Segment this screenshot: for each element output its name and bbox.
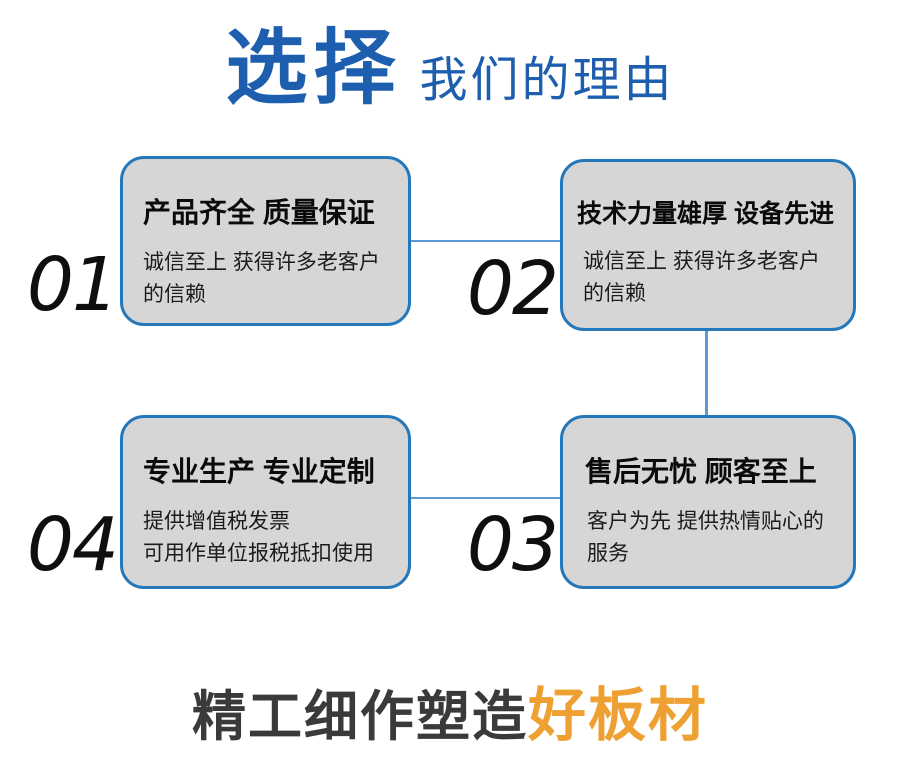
reason-card-3: 售后无忧 顾客至上 客户为先 提供热情贴心的 服务 [560, 415, 856, 589]
connector-line-card1-card2 [411, 240, 560, 242]
footer-tagline: 精工细作塑造 好板材 [0, 668, 900, 752]
page-title-main: 选择 [225, 23, 402, 114]
connector-line-card4-card3 [411, 497, 560, 499]
page-title: 选择 我们的理由 [0, 22, 900, 116]
reason-card-2-body: 诚信至上 获得许多老客户 的信赖 [583, 250, 820, 305]
reason-card-1-heading: 产品齐全 质量保证 [143, 197, 375, 228]
connector-line-card2-card3 [705, 331, 708, 415]
footer-tagline-accent: 好板材 [527, 683, 708, 748]
reason-card-4-heading: 专业生产 专业定制 [143, 456, 375, 487]
reason-card-1-body: 诚信至上 获得许多老客户 的信赖 [143, 251, 380, 306]
reason-card-2-heading: 技术力量雄厚 设备先进 [577, 200, 834, 228]
step-number-02: 02 [466, 246, 559, 332]
step-number-04: 04 [26, 502, 119, 588]
reason-card-3-heading: 售后无忧 顾客至上 [585, 456, 817, 487]
step-number-01: 01 [26, 242, 119, 328]
reason-card-4: 专业生产 专业定制 提供增值税发票 可用作单位报税抵扣使用 [120, 415, 411, 589]
reason-card-1: 产品齐全 质量保证 诚信至上 获得许多老客户 的信赖 [120, 156, 411, 326]
footer-tagline-dark: 精工细作塑造 [191, 687, 528, 747]
reason-card-3-body: 客户为先 提供热情贴心的 服务 [587, 510, 824, 565]
step-number-03: 03 [466, 502, 559, 588]
reason-card-4-body: 提供增值税发票 可用作单位报税抵扣使用 [143, 510, 374, 565]
page-title-sub: 我们的理由 [419, 54, 675, 107]
reason-card-2: 技术力量雄厚 设备先进 诚信至上 获得许多老客户 的信赖 [560, 159, 856, 331]
